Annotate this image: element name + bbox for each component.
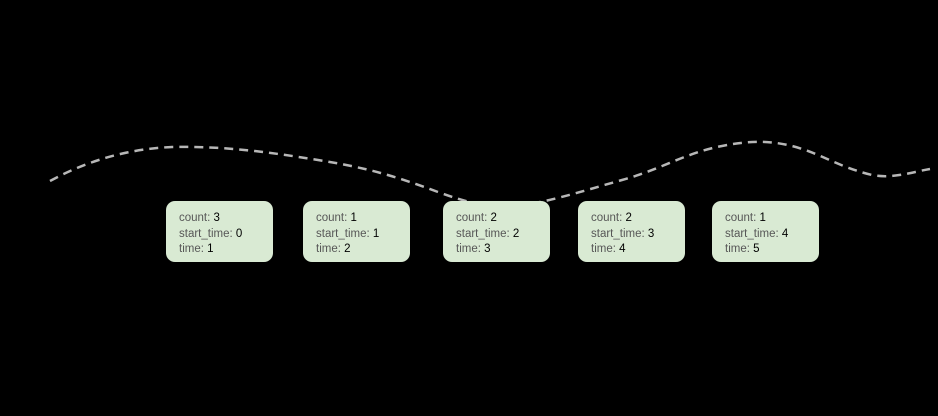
field-value: 3 <box>484 243 491 255</box>
field-label: time: <box>456 243 481 255</box>
field-row: count: 1 <box>316 211 410 227</box>
field-label: count: <box>179 212 211 224</box>
field-value: 2 <box>490 212 497 224</box>
dashed-curve-path <box>49 140 931 208</box>
field-label: time: <box>179 243 204 255</box>
field-row: start_time: 3 <box>591 227 685 243</box>
field-label: count: <box>725 212 757 224</box>
field-label: count: <box>456 212 488 224</box>
field-value: 1 <box>372 227 380 240</box>
field-row: time: 4 <box>591 242 685 258</box>
field-label: time: <box>316 243 341 255</box>
field-row: count: 2 <box>456 211 550 227</box>
field-value: 1 <box>207 243 214 255</box>
field-value: 1 <box>759 212 766 224</box>
field-value: 4 <box>619 243 626 255</box>
field-label: start_time: <box>725 227 779 240</box>
field-value: 5 <box>753 243 760 255</box>
field-label: count: <box>316 212 348 224</box>
record-box-2: count: 1 start_time: 1 time: 2 <box>303 201 410 262</box>
field-label: count: <box>591 212 623 224</box>
record-box-1: count: 3 start_time: 0 time: 1 <box>166 201 273 262</box>
field-row: time: 2 <box>316 242 410 258</box>
field-value: 3 <box>647 227 655 240</box>
field-label: time: <box>591 243 616 255</box>
field-label: start_time: <box>591 227 645 240</box>
record-box-3: count: 2 start_time: 2 time: 3 <box>443 201 550 262</box>
field-row: count: 1 <box>725 211 819 227</box>
field-label: start_time: <box>456 227 510 240</box>
field-value: 0 <box>235 227 243 240</box>
field-label: start_time: <box>316 227 370 240</box>
field-row: start_time: 2 <box>456 227 550 243</box>
field-row: time: 5 <box>725 242 819 258</box>
field-value: 2 <box>625 212 632 224</box>
field-row: count: 3 <box>179 211 273 227</box>
field-value: 2 <box>512 227 520 240</box>
field-row: count: 2 <box>591 211 685 227</box>
record-box-5: count: 1 start_time: 4 time: 5 <box>712 201 819 262</box>
field-row: time: 3 <box>456 242 550 258</box>
record-box-4: count: 2 start_time: 3 time: 4 <box>578 201 685 262</box>
field-row: start_time: 4 <box>725 227 819 243</box>
field-value: 3 <box>213 212 220 224</box>
field-row: start_time: 1 <box>316 227 410 243</box>
field-row: start_time: 0 <box>179 227 273 243</box>
field-value: 4 <box>781 227 789 240</box>
field-label: time: <box>725 243 750 255</box>
field-value: 1 <box>350 212 357 224</box>
field-value: 2 <box>344 243 351 255</box>
field-label: start_time: <box>179 227 233 240</box>
field-row: time: 1 <box>179 242 273 258</box>
